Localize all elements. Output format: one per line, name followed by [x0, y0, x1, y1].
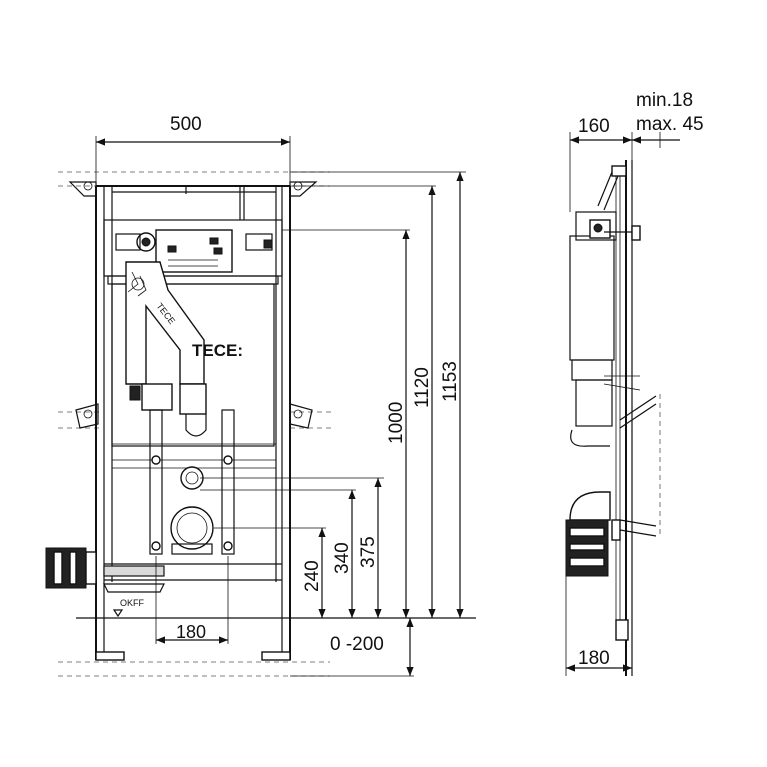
height-1120-label: 1120	[412, 367, 433, 408]
brand-logo: TECE:	[192, 341, 243, 360]
dim-spacing: 180	[155, 556, 229, 644]
dim-adjust: 0 -200	[290, 618, 414, 677]
height-1153-label: 1153	[440, 361, 461, 402]
dim-width: 500	[95, 114, 291, 186]
conn-340-label: 340	[332, 542, 353, 574]
side-view: 160 min.18 max. 45 180	[565, 90, 704, 676]
side-connector	[45, 547, 165, 593]
adjust-label: 0 -200	[330, 634, 384, 655]
width-label: 500	[170, 114, 202, 135]
height-1000-label: 1000	[386, 402, 407, 444]
min-label: min.18	[636, 90, 693, 111]
conn-240-label: 240	[302, 560, 323, 592]
front-view: TECE TECE:	[45, 114, 476, 677]
spacing-label: 180	[176, 622, 206, 642]
connections	[112, 409, 276, 555]
okff-label: OKFF	[120, 598, 145, 608]
conn-375-label: 375	[358, 536, 379, 568]
cistern	[103, 219, 283, 447]
depth-label: 160	[578, 116, 610, 137]
flush-pipe: TECE TECE:	[125, 261, 243, 437]
bottom-depth-label: 180	[578, 648, 610, 669]
max-label: max. 45	[636, 114, 704, 135]
floor-level: OKFF	[76, 598, 476, 619]
floor-level-marker-icon	[112, 609, 124, 618]
vertical-dimensions: 1153 1120 1000 375 340 240	[200, 171, 466, 618]
